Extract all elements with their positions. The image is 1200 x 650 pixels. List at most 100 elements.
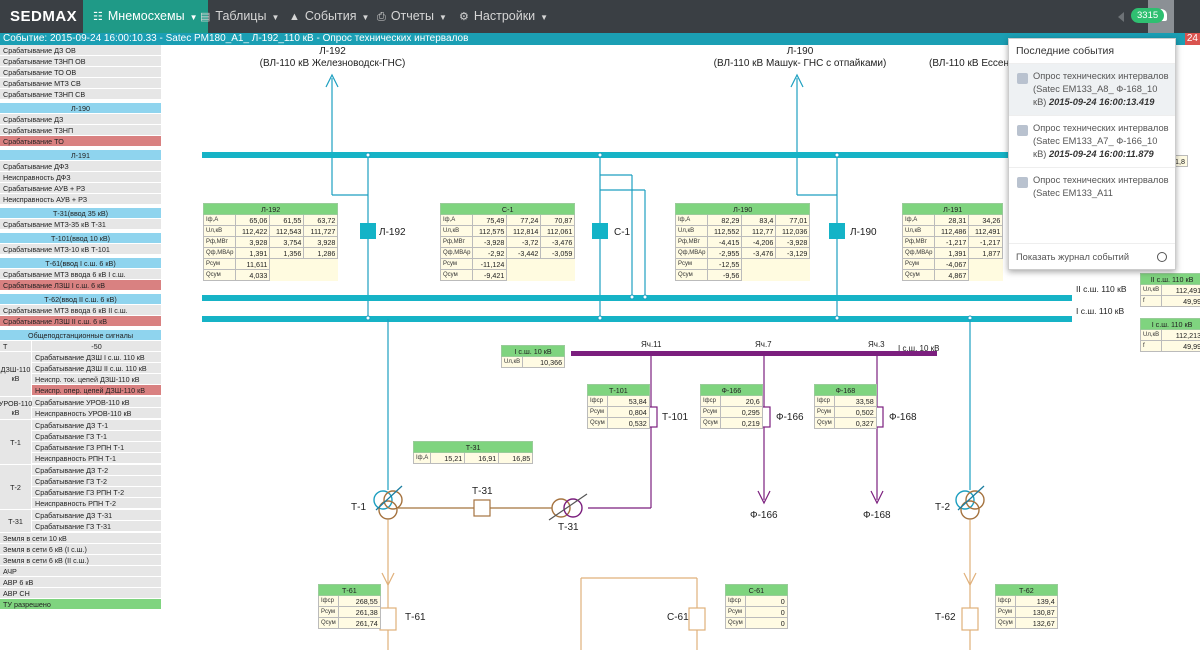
param-name: Pсум (318, 606, 339, 618)
arrow-down-icon (757, 490, 771, 505)
scroll-left-icon[interactable] (1118, 12, 1124, 22)
signal-row: Срабатывание МТЗ-35 кВ Т-31 (0, 219, 161, 230)
param-value: -1,217 (934, 236, 970, 248)
param-name: f (1139, 295, 1163, 307)
notification-time: 2015-09-24 16:00:13.419 (1048, 97, 1155, 107)
bell-icon (1017, 73, 1028, 84)
nav-reports-label: Отчеты (390, 9, 435, 23)
signal-row: Неисправность АУВ + РЗ (0, 194, 161, 205)
param-name: Uл,кВ (901, 225, 936, 237)
table-title: Т-62 (995, 584, 1058, 596)
signal-group-label: Т-31 (0, 510, 32, 532)
param-value: 112,036 (775, 225, 811, 237)
sitemap-icon: ☷ (93, 11, 103, 23)
event-bar[interactable]: Событие: 2015-09-24 16:00:10.33 - Satec … (0, 33, 1200, 45)
notifications-dropdown: Последние события Опрос технических инте… (1008, 38, 1176, 270)
notification-item[interactable]: Опрос технических интервалов (Satec EM13… (1009, 167, 1175, 203)
param-value: -2,955 (707, 247, 743, 259)
param-value: 261,38 (337, 606, 381, 618)
param-value: -11,124 (472, 258, 508, 270)
signal-row: Неисправность УРОВ-110 кВ (32, 408, 161, 419)
param-value: 112,491 (968, 225, 1004, 237)
param-name: Uл,кВ (439, 225, 474, 237)
param-name: Iфср (814, 395, 835, 407)
param-name: Iфср (725, 595, 746, 607)
label-c61: С-61 (667, 612, 689, 623)
param-value: 112,061 (540, 225, 576, 237)
param-name: Qсум (901, 269, 936, 281)
table-title: II с.ш. 110 кВ (1139, 273, 1200, 285)
label-ya3: Яч.3 (868, 340, 885, 349)
signal-row: Срабатывание МТЗ ввода 6 кВ I с.ш. (0, 269, 161, 280)
signal-row: Земля в сети 6 кВ (I с.ш.) (0, 544, 161, 555)
notification-item[interactable]: Опрос технических интервалов (Satec EM13… (1009, 115, 1175, 167)
param-value: 139,4 (1014, 595, 1058, 607)
t1-transformer (383, 490, 403, 510)
label-l190-name: Л-190 (786, 46, 814, 57)
signal-row: Срабатывание МТЗ СВ (0, 78, 161, 89)
signal-group-label: Т-1 (0, 420, 32, 464)
table-title: Л-191 (901, 203, 1004, 215)
notification-text: Опрос технических интервалов (Satec EM13… (1033, 175, 1169, 198)
signal-row: Срабатывание ТЗНП ОВ (0, 56, 161, 67)
param-name: Pсум (814, 406, 835, 418)
nav-tables[interactable]: ▤Таблицы▼ (190, 0, 289, 33)
param-value: -3,928 (472, 236, 508, 248)
param-value: 3,754 (269, 236, 305, 248)
t2-transformer (965, 490, 985, 510)
param-value: 0 (744, 617, 788, 629)
param-name: Qсум (995, 617, 1016, 629)
param-value: 0 (744, 595, 788, 607)
param-value: 16,91 (464, 452, 500, 464)
arrow-down-icon (963, 572, 977, 587)
nav-events[interactable]: ▲События▼ (279, 0, 379, 33)
param-value: 28,31 (934, 214, 970, 226)
t31-switch (473, 499, 491, 517)
nav-reports[interactable]: ⎙Отчеты▼ (367, 0, 457, 33)
param-value: 1,391 (235, 247, 271, 259)
param-value: 0,295 (719, 406, 763, 418)
t61-switch (379, 607, 397, 631)
nav-settings[interactable]: ⚙Настройки▼ (449, 0, 558, 33)
show-event-log-link[interactable]: Показать журнал событий (1009, 243, 1175, 269)
notification-item[interactable]: Опрос технических интервалов (Satec EM13… (1009, 63, 1175, 115)
table-row: Pсум-12,55 (674, 258, 810, 270)
notification-text: Опрос технических интервалов (Satec EM13… (1033, 71, 1169, 107)
param-name: Pф,МВт (439, 236, 474, 248)
label-t1: Т-1 (351, 502, 366, 513)
temperature-label: Т (0, 341, 32, 351)
signal-row: Срабатывание ДЗ Т-1 (32, 420, 161, 431)
nav-mnemoschemes[interactable]: ☷Мнемосхемы▼ (83, 0, 208, 33)
label-f168b: Ф-168 (863, 510, 891, 521)
table-title: I с.ш. 10 кВ (500, 345, 566, 357)
brand-logo[interactable]: SEDMAX (10, 8, 78, 25)
table-title: Т-61 (318, 584, 381, 596)
signal-row: АВР СН (0, 588, 161, 599)
chevron-down-icon: ▼ (271, 13, 280, 22)
arrow-down-icon (381, 572, 395, 587)
param-name: Qсум (814, 417, 835, 429)
bus-node (834, 315, 840, 321)
param-value: 70,87 (540, 214, 576, 226)
param-value: 112,77 (741, 225, 777, 237)
chevron-down-icon: ▼ (439, 13, 447, 22)
param-value: 112,213 (1161, 329, 1200, 341)
